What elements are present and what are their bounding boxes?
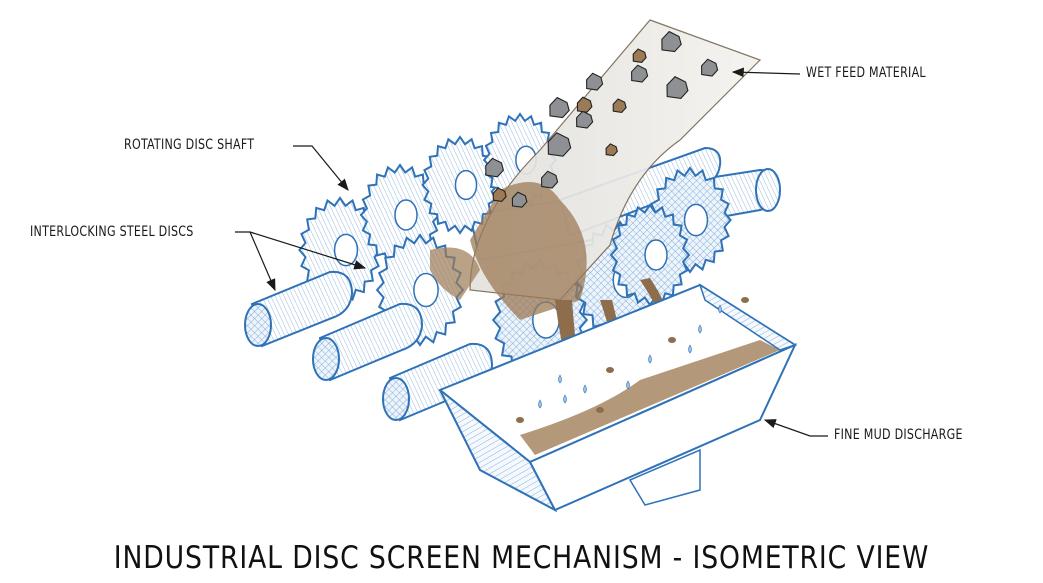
rock: [586, 72, 604, 91]
callout-mud-discharge: FINE MUD DISCHARGE: [834, 427, 963, 443]
water-droplet: [648, 354, 652, 364]
rock: [666, 76, 689, 99]
rock: [576, 96, 593, 113]
gear-hub: [644, 239, 668, 271]
water-droplet: [583, 384, 587, 394]
water-droplet: [698, 324, 702, 334]
mud-particle: [516, 417, 524, 423]
gear-hub: [683, 203, 709, 237]
gear-hub: [454, 169, 478, 201]
rock: [541, 170, 559, 189]
mud-particle: [596, 407, 604, 413]
rock: [701, 58, 719, 77]
callout-wet-feed: WET FEED MATERIAL: [806, 65, 926, 81]
rock: [661, 30, 682, 53]
rock: [631, 64, 649, 83]
rocks: [485, 30, 719, 208]
water-droplet: [718, 304, 722, 314]
mud-particle: [606, 367, 614, 373]
callout-steel-discs: INTERLOCKING STEEL DISCS: [30, 224, 194, 240]
gear-hub: [413, 272, 439, 308]
gear-hub: [333, 233, 359, 267]
rock: [612, 98, 627, 113]
rock: [492, 187, 507, 202]
gear-hub: [394, 199, 418, 231]
water-droplet: [688, 344, 692, 354]
rock: [576, 110, 594, 129]
mud-particle: [668, 337, 676, 343]
rock: [549, 96, 570, 119]
rock: [485, 157, 505, 178]
water-droplet: [626, 380, 630, 390]
water-droplet: [538, 399, 542, 409]
rock: [605, 143, 618, 157]
discharge-hopper: [438, 283, 798, 513]
diagram-title: INDUSTRIAL DISC SCREEN MECHANISM - ISOME…: [113, 540, 930, 576]
mud-particle: [741, 297, 749, 303]
rock: [632, 48, 647, 63]
front-shafts: [244, 270, 494, 422]
water-droplet: [558, 374, 562, 384]
callout-rotating-shaft: ROTATING DISC SHAFT: [124, 137, 255, 153]
callout-leaders: [235, 67, 828, 437]
rock: [511, 191, 528, 208]
rock: [547, 132, 572, 157]
water-droplets: [516, 297, 749, 423]
water-droplet: [563, 394, 567, 404]
